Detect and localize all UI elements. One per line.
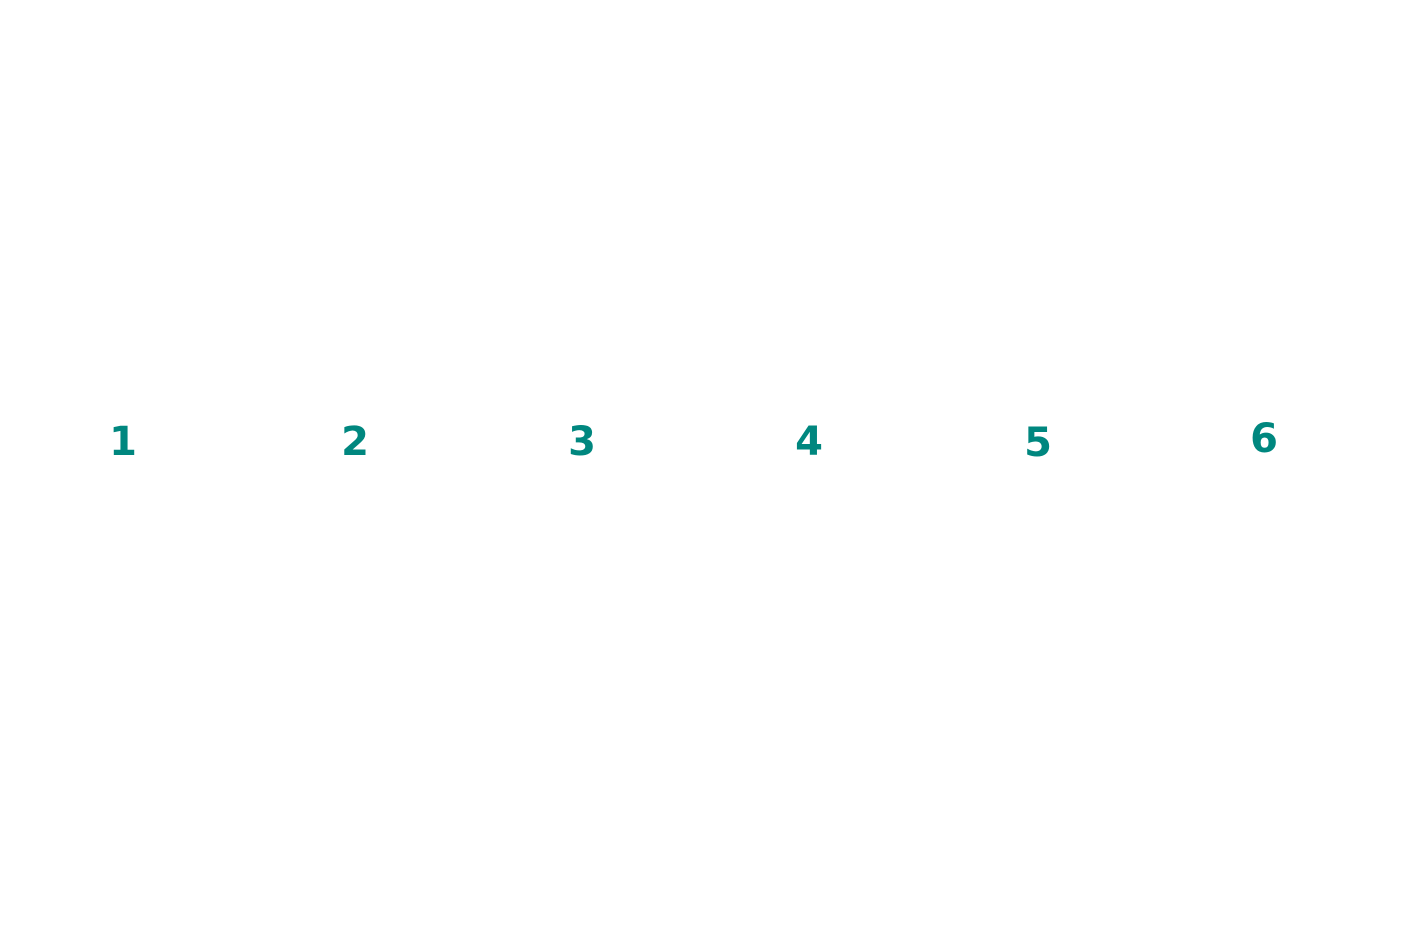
number-5: 5 [1024, 420, 1052, 466]
number-4: 4 [795, 419, 823, 465]
number-1: 1 [109, 419, 137, 465]
number-3: 3 [568, 419, 596, 465]
number-6: 6 [1250, 416, 1278, 462]
number-2: 2 [341, 419, 369, 465]
